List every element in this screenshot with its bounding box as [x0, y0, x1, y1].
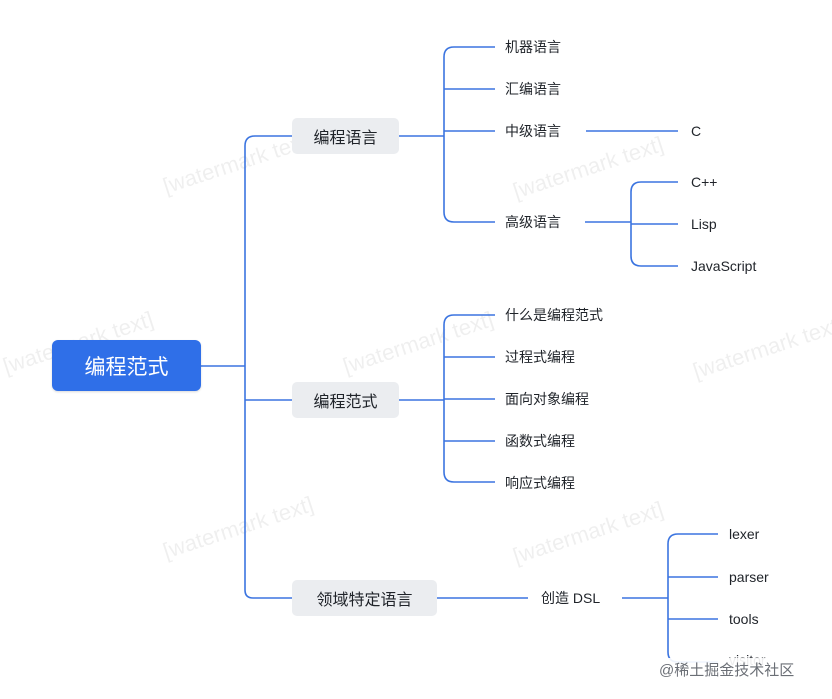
leaf-lisp[interactable]: Lisp [691, 216, 717, 232]
leaf-tools[interactable]: tools [729, 611, 759, 627]
connector [630, 255, 678, 267]
leaf-c[interactable]: C [691, 123, 702, 139]
connector [630, 181, 678, 193]
leaf-mid-level-language[interactable]: 中级语言 [505, 123, 561, 139]
connector [244, 589, 292, 599]
leaf-cpp[interactable]: C++ [691, 174, 718, 190]
branch-domain-specific-language[interactable]: 领域特定语言 [292, 580, 437, 616]
leaf-what-is-paradigm[interactable]: 什么是编程范式 [505, 307, 603, 323]
leaf-procedural[interactable]: 过程式编程 [505, 349, 575, 365]
branch-programming-languages[interactable]: 编程语言 [292, 118, 399, 154]
branch-programming-paradigms[interactable]: 编程范式 [292, 382, 399, 418]
leaf-create-dsl[interactable]: 创造 DSL [541, 590, 601, 606]
leaf-lexer[interactable]: lexer [729, 526, 760, 542]
leaf-high-level-language[interactable]: 高级语言 [505, 214, 561, 230]
leaf-machine-language[interactable]: 机器语言 [505, 39, 561, 55]
connector [443, 211, 495, 223]
connector [443, 314, 495, 326]
connector [443, 46, 495, 58]
connector [443, 471, 495, 483]
root-node[interactable]: 编程范式 [52, 340, 201, 391]
leaf-javascript[interactable]: JavaScript [691, 258, 757, 274]
footer-watermark: @稀土掘金技术社区 [655, 658, 799, 681]
leaf-reactive[interactable]: 响应式编程 [505, 475, 575, 491]
connector [667, 533, 718, 545]
leaf-assembly-language[interactable]: 汇编语言 [505, 81, 561, 97]
leaf-functional[interactable]: 函数式编程 [505, 433, 575, 449]
leaf-object-oriented[interactable]: 面向对象编程 [505, 391, 589, 407]
connector [244, 135, 292, 147]
leaf-parser[interactable]: parser [729, 569, 769, 585]
